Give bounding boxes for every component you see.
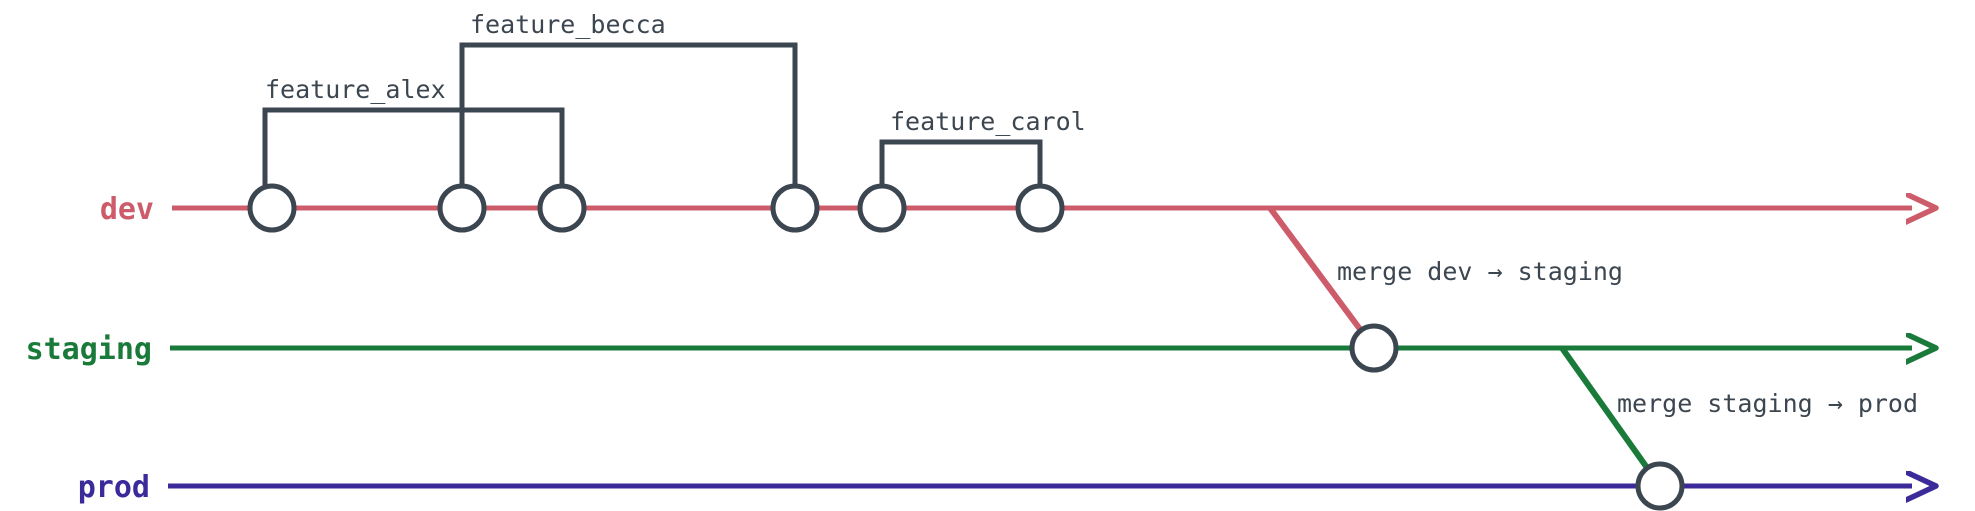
feature-labels-layer: feature_alex feature_becca feature_carol bbox=[265, 10, 1086, 136]
feature-brackets-layer bbox=[262, 42, 1043, 196]
commit-node-dev-0[interactable] bbox=[247, 183, 297, 233]
merge-line-staging-prod[interactable] bbox=[1559, 346, 1663, 488]
feature-label-carol: feature_carol bbox=[890, 107, 1086, 136]
feature-label-becca: feature_becca bbox=[470, 10, 666, 39]
feature-bracket-becca[interactable] bbox=[459, 42, 798, 196]
branch-labels-layer: dev staging prod bbox=[26, 192, 154, 505]
merge-label-dev-staging: merge dev → staging bbox=[1337, 257, 1623, 286]
merge-labels-layer: merge dev → staging merge staging → prod bbox=[1337, 257, 1918, 418]
branch-lines-layer bbox=[168, 208, 1912, 486]
merge-lines-layer bbox=[1267, 206, 1663, 488]
commit-node-dev-4[interactable] bbox=[857, 183, 907, 233]
commit-node-prod-0[interactable] bbox=[1635, 461, 1685, 511]
feature-label-alex: feature_alex bbox=[265, 75, 446, 104]
feature-bracket-alex[interactable] bbox=[262, 107, 565, 196]
commit-node-dev-2[interactable] bbox=[537, 183, 587, 233]
commit-node-dev-1[interactable] bbox=[437, 183, 487, 233]
commit-node-staging-0[interactable] bbox=[1349, 323, 1399, 373]
branch-label-staging: staging bbox=[26, 332, 152, 367]
feature-bracket-carol[interactable] bbox=[879, 139, 1043, 196]
commit-nodes-layer bbox=[247, 183, 1685, 511]
commit-node-dev-3[interactable] bbox=[770, 183, 820, 233]
merge-line-dev-staging[interactable] bbox=[1267, 206, 1377, 350]
branch-label-dev: dev bbox=[100, 192, 154, 227]
merge-label-staging-prod: merge staging → prod bbox=[1617, 389, 1918, 418]
commit-node-dev-5[interactable] bbox=[1015, 183, 1065, 233]
branch-label-prod: prod bbox=[78, 470, 150, 505]
